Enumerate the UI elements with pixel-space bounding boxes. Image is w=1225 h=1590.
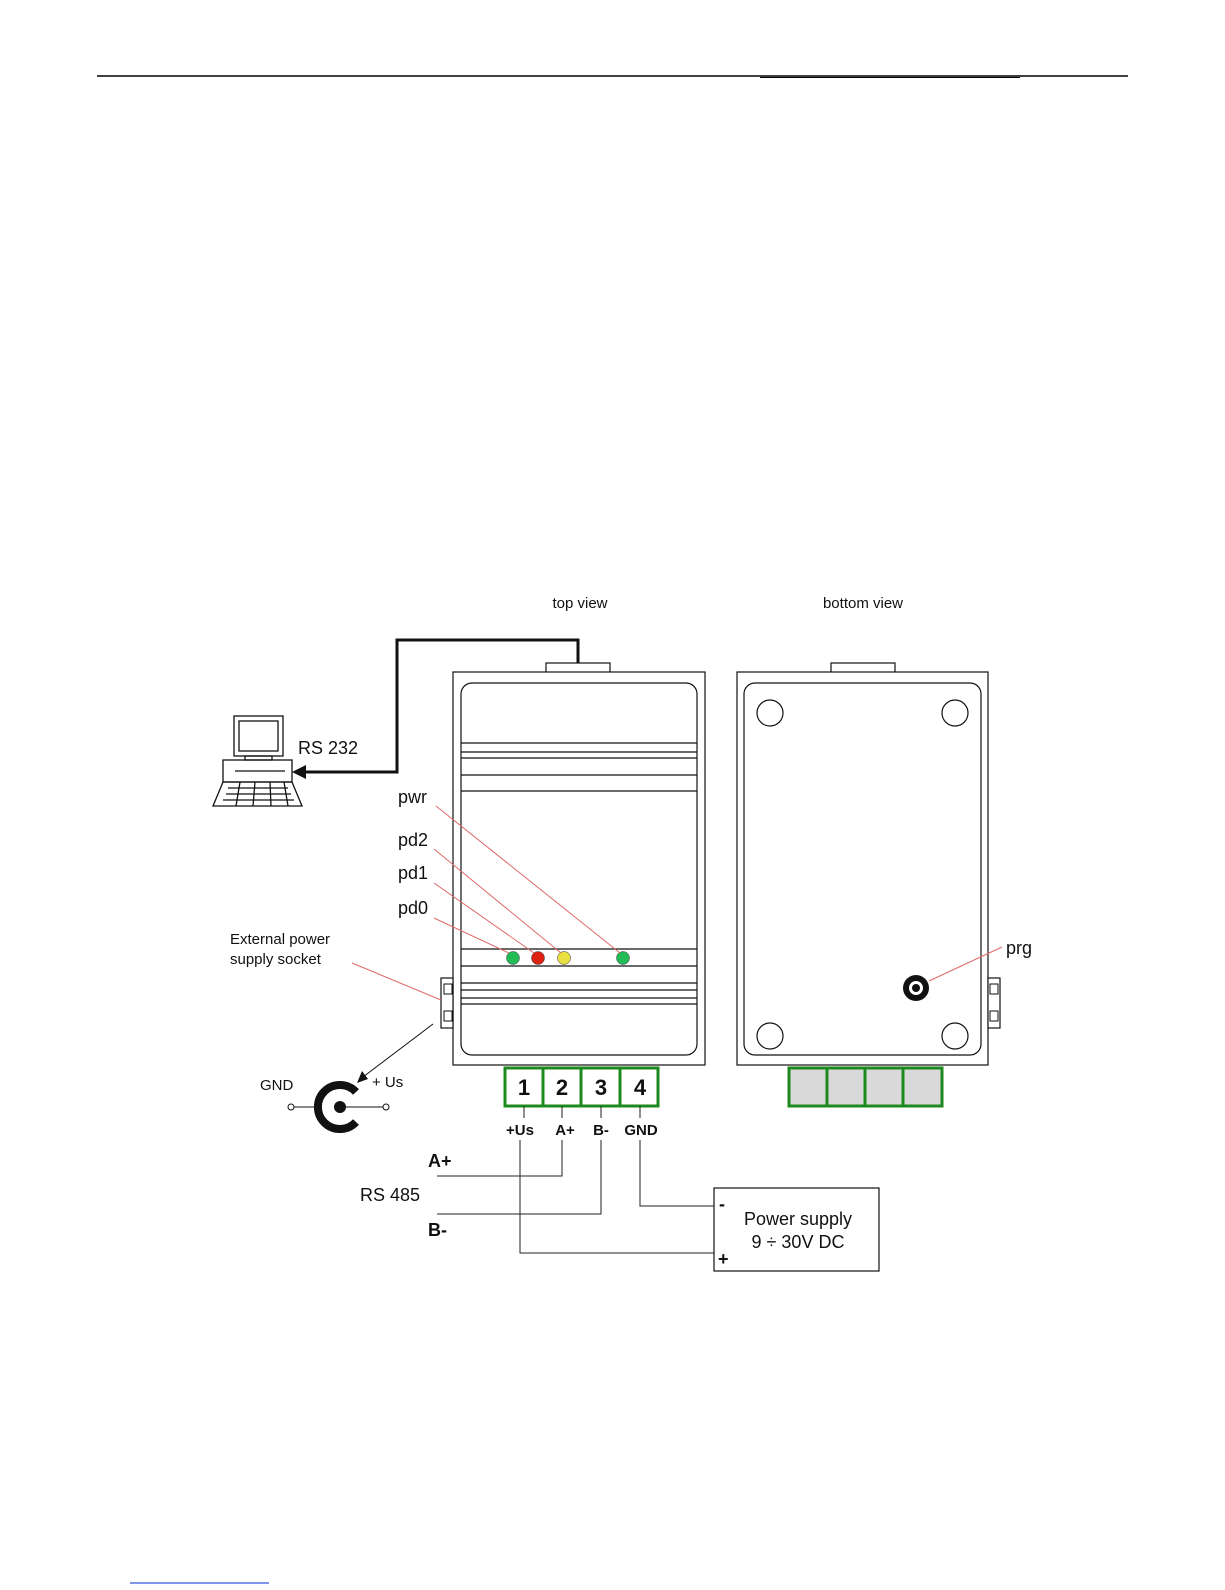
terminal-number-4: 4 (634, 1075, 647, 1100)
socket-label-line2: supply socket (230, 951, 322, 968)
terminal-signal-1: +Us (506, 1122, 534, 1139)
socket-us-label: + Us (372, 1074, 403, 1091)
socket-label-line1: External power (230, 931, 330, 948)
led-pd1 (532, 952, 545, 965)
computer-icon (213, 716, 302, 806)
power-supply-box (714, 1188, 879, 1271)
arrow-icon (357, 1071, 368, 1083)
led-pd0 (507, 952, 520, 965)
prg-label: prg (1006, 938, 1032, 958)
rs232-label: RS 232 (298, 738, 358, 758)
device-top-view (441, 663, 705, 1065)
led-label-pd0: pd0 (398, 898, 428, 918)
terminal-number-3: 3 (595, 1075, 607, 1100)
power-supply-title: Power supply (744, 1209, 852, 1229)
led-label-pd2: pd2 (398, 830, 428, 850)
terminal-signal-2: A+ (555, 1122, 575, 1139)
power-supply-minus: - (719, 1194, 725, 1214)
wiring (437, 1106, 714, 1253)
header-rule (97, 76, 1128, 78)
arrow-icon (292, 765, 306, 779)
socket-gnd-label: GND (260, 1077, 294, 1094)
led-label-pwr: pwr (398, 787, 427, 807)
terminal-signal-3: B- (593, 1122, 609, 1139)
terminal-number-1: 1 (518, 1075, 530, 1100)
led-label-pd1: pd1 (398, 863, 428, 883)
power-supply-plus: + (718, 1249, 729, 1269)
dc-jack-icon (288, 1085, 389, 1129)
led-pwr (617, 952, 630, 965)
rs485-b-label: B- (428, 1220, 447, 1240)
led-pd2 (558, 952, 571, 965)
bottom-view-title: bottom view (823, 595, 903, 612)
terminal-signal-4: GND (624, 1122, 658, 1139)
top-view-title: top view (552, 595, 607, 612)
power-supply-voltage: 9 ÷ 30V DC (752, 1232, 845, 1252)
socket-leader (352, 963, 441, 1000)
rs485-a-label: A+ (428, 1151, 452, 1171)
device-bottom-view (737, 663, 1000, 1065)
terminal-number-2: 2 (556, 1075, 568, 1100)
bottom-terminal-block (789, 1068, 942, 1106)
prg-button (903, 975, 929, 1001)
rs485-label: RS 485 (360, 1185, 420, 1205)
